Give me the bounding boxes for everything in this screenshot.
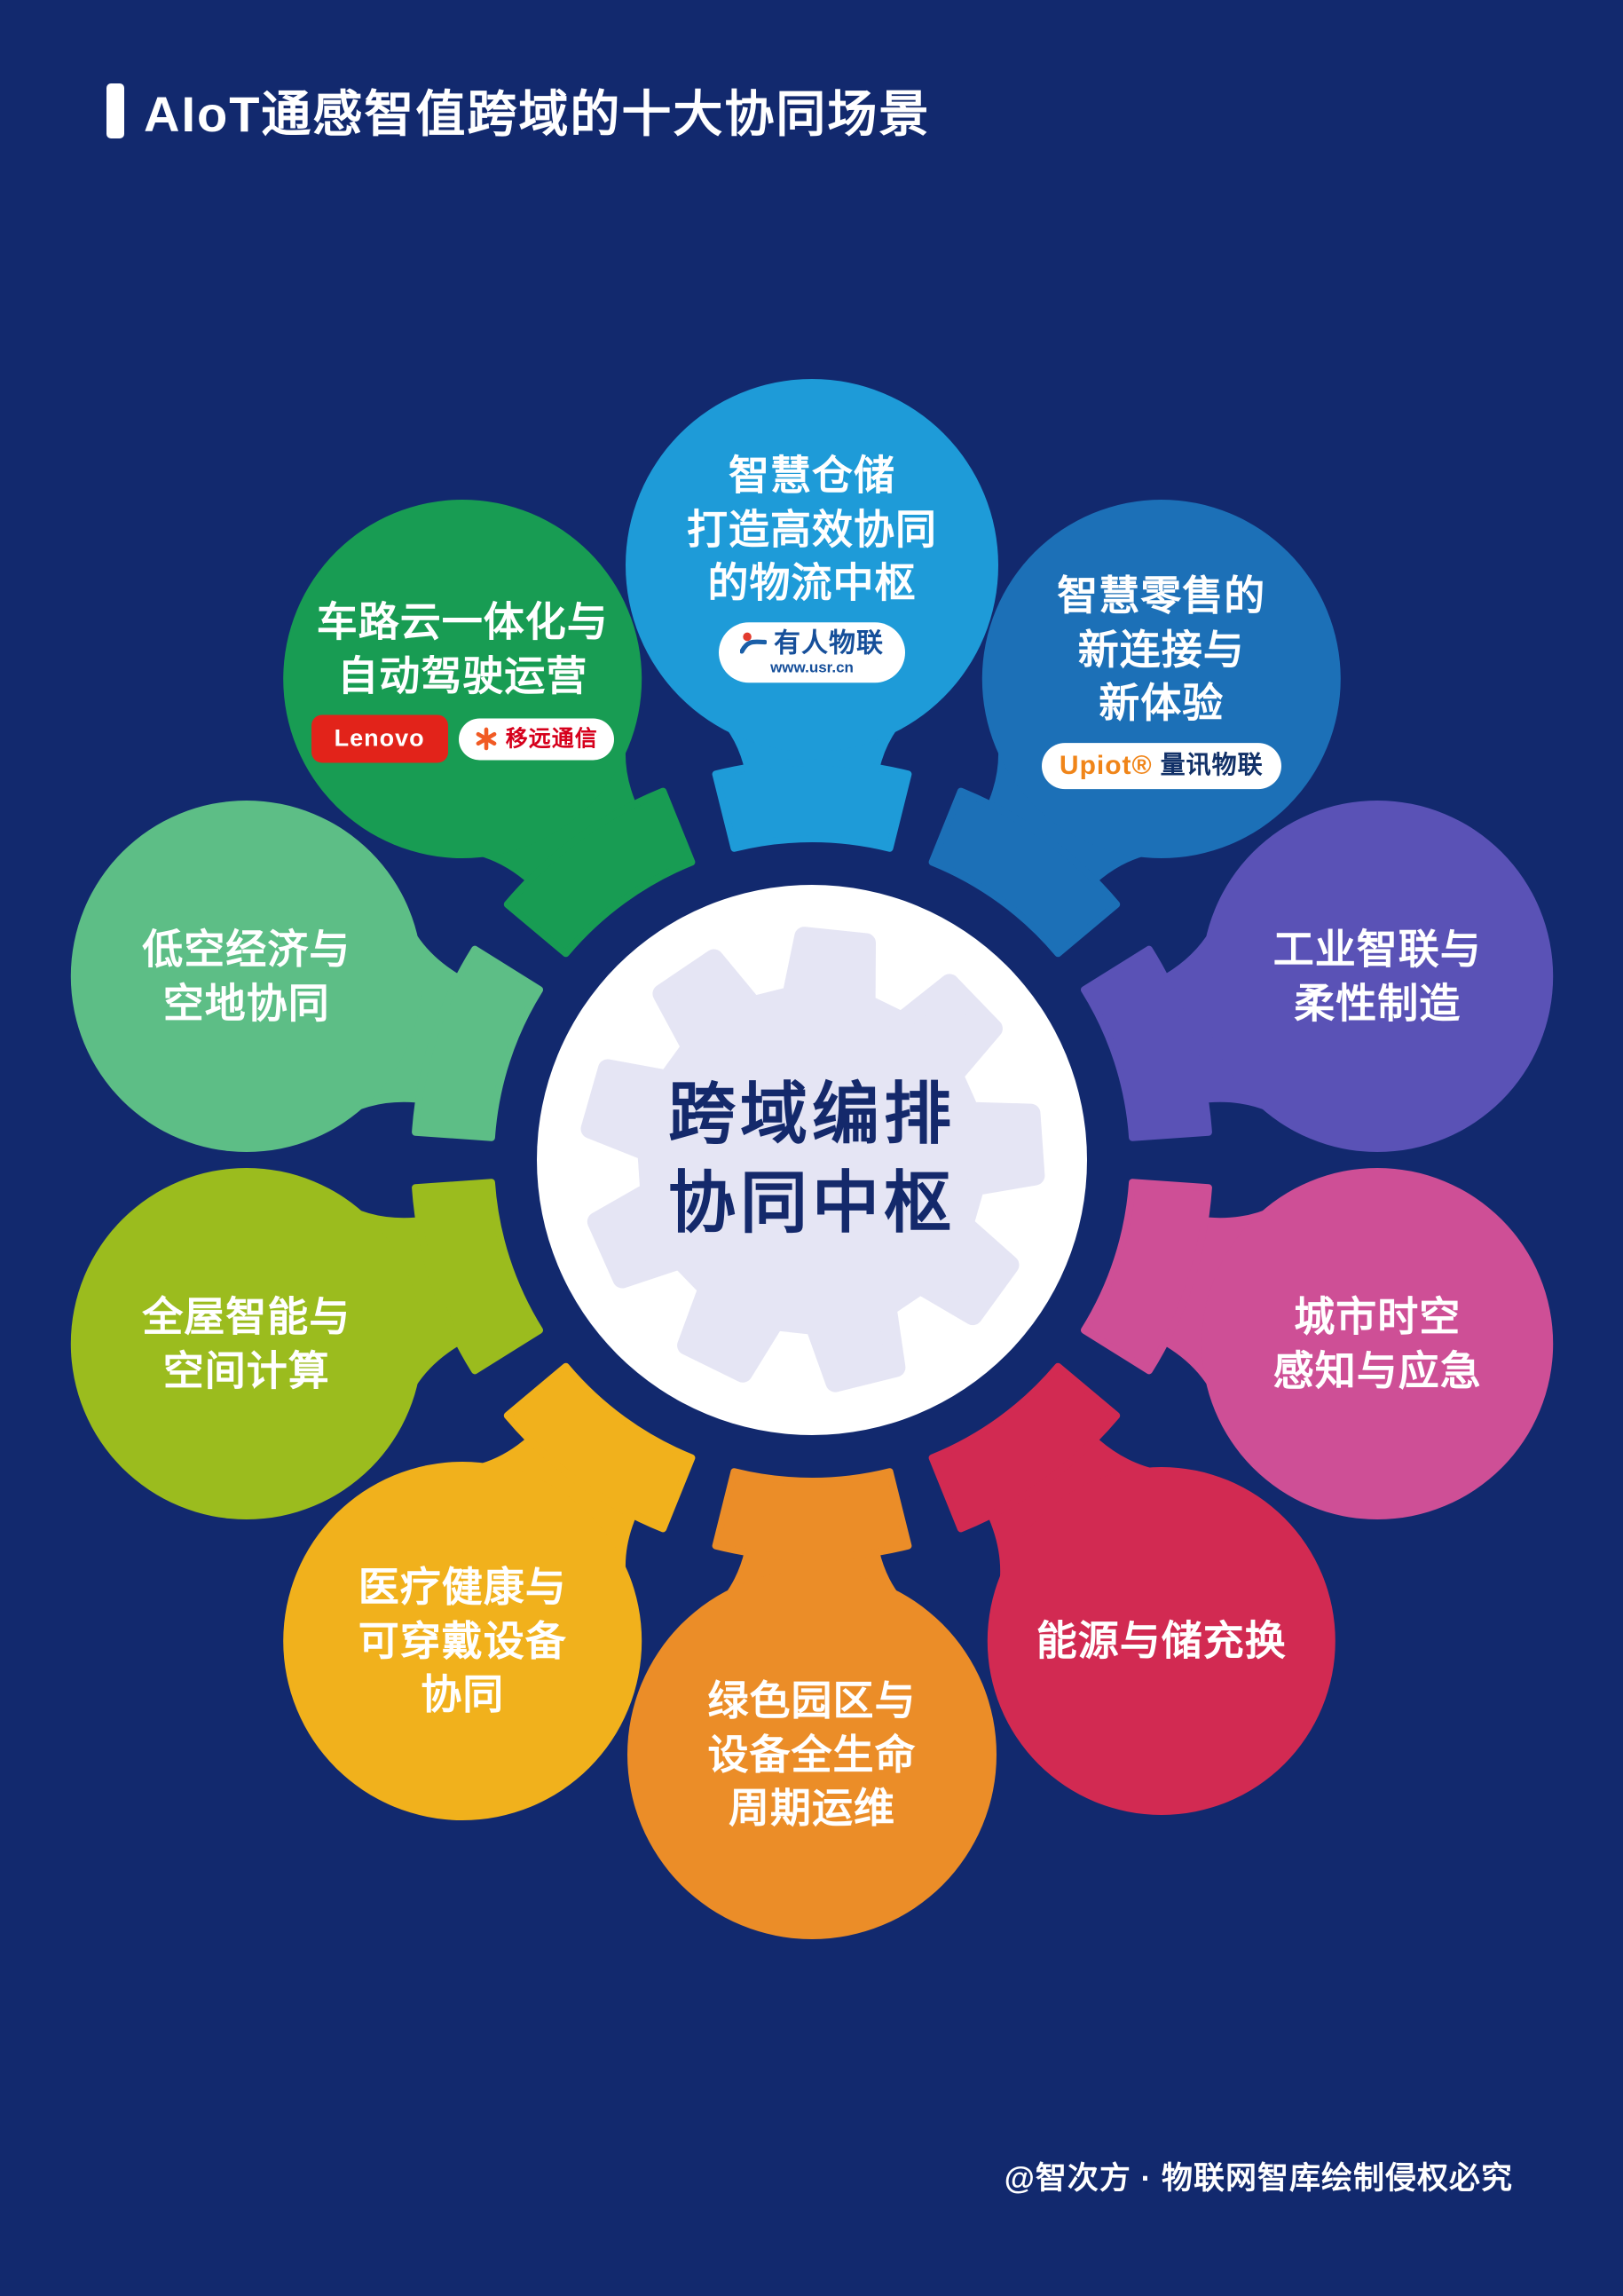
petal-bubble-low-altitude-economy xyxy=(70,801,422,1152)
lenovo-wordmark: Lenovo xyxy=(334,724,425,752)
petal-bubble-green-park xyxy=(627,1570,997,1939)
petal-text-line: 设备全生命 xyxy=(707,1731,917,1778)
petal-ring-segment-smart-warehouse xyxy=(712,759,912,852)
center-hub-label: 跨域编排 协同中枢 xyxy=(668,1071,956,1250)
petal-ring-segment-healthcare-wearables xyxy=(503,1362,696,1533)
petal-ring-segment-whole-home-intelligence xyxy=(412,1179,543,1375)
petal-label-energy-storage-charging: 能源与储充换 xyxy=(993,1614,1330,1669)
usr-person-icon xyxy=(740,632,767,654)
petal-text-line: 新体验 xyxy=(1099,680,1225,727)
logo-upiot: Upiot®量讯物联 xyxy=(1041,743,1281,789)
gear-icon xyxy=(580,927,1045,1393)
petal-text-line: 低空经济与 xyxy=(142,926,351,973)
petal-text-line: 周期运维 xyxy=(729,1785,895,1832)
petal-label-whole-home-intelligence: 全屋智能与空间计算 xyxy=(76,1290,417,1397)
upiot-name-text: 量讯物联 xyxy=(1160,751,1264,779)
petal-ring-segment-low-altitude-economy xyxy=(412,945,543,1141)
petal-label-low-altitude-economy: 低空经济与空地协同 xyxy=(76,922,417,1030)
usr-logo-url: www.usr.cn xyxy=(770,658,854,675)
center-hub-line-2: 协同中枢 xyxy=(668,1166,956,1242)
upiot-brand-text: Upiot® xyxy=(1059,751,1153,781)
petal-logo-row: Upiot®量讯物联 xyxy=(1041,743,1281,789)
petal-ring-segment-green-park xyxy=(712,1468,912,1561)
petal-label-smart-retail: 智慧零售的新连接与新体验 Upiot®量讯物联 xyxy=(988,569,1335,789)
petal-ring-segment-smart-retail xyxy=(928,787,1121,958)
petal-text-line: 空间计算 xyxy=(162,1347,330,1393)
petal-text-line: 城市时空 xyxy=(1294,1293,1461,1340)
logo-lenovo: Lenovo xyxy=(311,714,448,763)
petal-text-line: 的物流中枢 xyxy=(707,559,917,606)
petal-text-line: 工业智联与 xyxy=(1272,926,1482,973)
petal-text-line: 打造高效协同 xyxy=(687,505,937,552)
petal-ring-segment-vehicle-road-cloud xyxy=(503,787,696,958)
petal-text-line: 可穿戴设备 xyxy=(358,1617,567,1664)
usr-logo-row: 有人物联 xyxy=(740,629,884,658)
title-accent-bar xyxy=(106,83,124,138)
petal-text-line: 感知与应急 xyxy=(1272,1347,1482,1393)
page-header: AIoT通感智值跨域的十大协同场景 xyxy=(106,75,930,146)
petal-bubble-vehicle-road-cloud xyxy=(283,500,642,858)
logo-quectel: 移远通信 xyxy=(458,718,614,761)
petal-label-vehicle-road-cloud: 车路云一体化与自动驾驶运营 Lenovo 移远通信 xyxy=(288,595,636,763)
petal-text-line: 空地协同 xyxy=(162,980,330,1026)
petal-text-line: 绿色园区与 xyxy=(707,1677,917,1724)
center-hub-line-1: 跨域编排 xyxy=(668,1077,956,1153)
petal-ring-segment-industrial-intelligence xyxy=(1081,945,1212,1141)
petal-label-city-spacetime: 城市时空感知与应急 xyxy=(1207,1290,1548,1397)
credit-text: @智次方 · 物联网智库绘制侵权必究 xyxy=(1004,2161,1513,2196)
petal-text-line: 车路云一体化与 xyxy=(316,598,609,645)
petal-text-line: 协同 xyxy=(421,1671,505,1718)
petal-text-line: 智慧仓储 xyxy=(729,452,895,499)
page-title: AIoT通感智值跨域的十大协同场景 xyxy=(144,86,931,142)
petal-text-line: 自动驾驶运营 xyxy=(337,652,588,699)
usr-logo-name: 有人物联 xyxy=(774,628,884,659)
quectel-star-icon xyxy=(476,727,497,751)
petal-logo-row: Lenovo 移远通信 xyxy=(311,714,614,763)
petal-bubble-energy-storage-charging xyxy=(987,1467,1335,1815)
petal-label-green-park: 绿色园区与设备全生命周期运维 xyxy=(633,1674,991,1835)
petal-ring-segment-energy-storage-charging xyxy=(928,1362,1121,1533)
petal-text-line: 智慧零售的 xyxy=(1057,572,1266,619)
petal-bubble-city-spacetime xyxy=(1201,1168,1554,1519)
petal-text-line: 柔性制造 xyxy=(1294,980,1461,1026)
petal-label-healthcare-wearables: 医疗健康与可穿戴设备协同 xyxy=(288,1560,636,1722)
petal-text-line: 全屋智能与 xyxy=(142,1293,351,1340)
petal-bubble-whole-home-intelligence xyxy=(70,1168,422,1519)
petal-text-line: 能源与储充换 xyxy=(1036,1617,1287,1664)
petal-bubble-industrial-intelligence xyxy=(1201,801,1554,1152)
petal-label-industrial-intelligence: 工业智联与柔性制造 xyxy=(1207,922,1548,1030)
petal-bubble-healthcare-wearables xyxy=(283,1462,642,1820)
petal-text-line: 医疗健康与 xyxy=(358,1563,567,1610)
petal-ring-segment-city-spacetime xyxy=(1081,1179,1212,1375)
petal-text-line: 新连接与 xyxy=(1077,626,1245,673)
quectel-name-text: 移远通信 xyxy=(505,726,598,752)
